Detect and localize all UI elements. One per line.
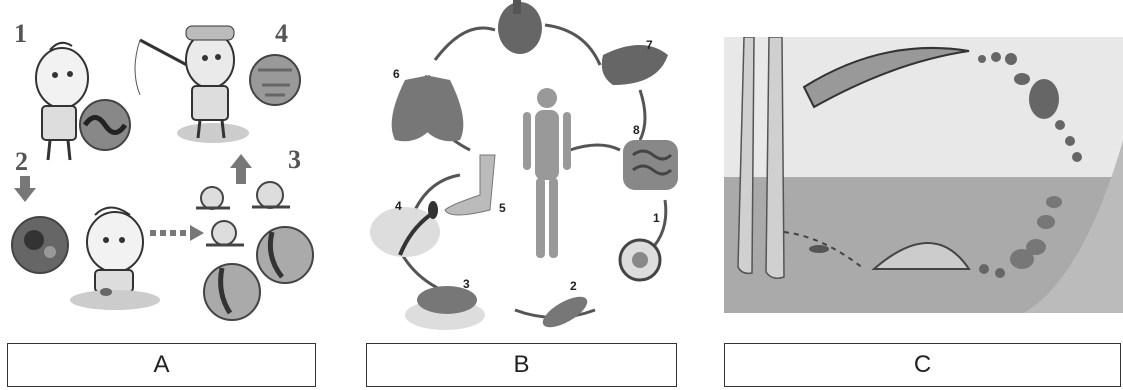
panel-c-illustration xyxy=(724,37,1123,337)
egg-magnified xyxy=(12,217,68,273)
caption-c: C xyxy=(724,343,1121,387)
arrow-right-dashed xyxy=(150,225,204,241)
human-body-figure xyxy=(523,88,571,258)
panel-b-step-1: 1 xyxy=(653,211,660,225)
egg-icon: 1 xyxy=(620,211,660,280)
heart-organ-icon xyxy=(498,0,542,54)
panel-a-step-4: 4 xyxy=(275,19,288,48)
miracidium-icon: 2 xyxy=(538,279,591,330)
caption-a: A xyxy=(7,343,316,387)
panel-b-step-6: 6 xyxy=(393,67,400,81)
panel-a-step-2: 2 xyxy=(15,147,28,176)
cercaria-icon: 4 xyxy=(370,199,440,257)
panel-a-illustration: 1 2 3 4 xyxy=(0,0,330,330)
child-figure-2 xyxy=(70,208,160,311)
panel-b-step-7: 7 xyxy=(646,38,653,52)
panel-a-step-1: 1 xyxy=(14,19,27,48)
panel-b-step-3: 3 xyxy=(463,277,470,291)
panel-b-step-8: 8 xyxy=(633,123,640,137)
intestine-organ-icon: 8 xyxy=(623,123,678,190)
liver-organ-icon: 7 xyxy=(602,38,668,85)
skin-magnified xyxy=(250,55,300,105)
arrow-down-1 xyxy=(14,176,36,202)
child-figure-1 xyxy=(36,43,88,160)
panel-b-step-4: 4 xyxy=(395,199,402,213)
worm-magnified xyxy=(80,100,130,150)
caption-b: B xyxy=(366,343,677,387)
panel-b-illustration: 7 6 8 5 4 3 2 1 xyxy=(365,0,695,330)
foot-icon: 5 xyxy=(445,155,506,215)
lungs-organ-icon: 6 xyxy=(392,67,464,141)
panel-b-step-2: 2 xyxy=(570,279,577,293)
snail-icon: 3 xyxy=(405,277,485,330)
child-fishing-figure xyxy=(135,26,249,143)
panel-b-step-5: 5 xyxy=(499,201,506,215)
arrow-up-3 xyxy=(230,154,252,184)
panel-a-step-3: 3 xyxy=(288,145,301,174)
